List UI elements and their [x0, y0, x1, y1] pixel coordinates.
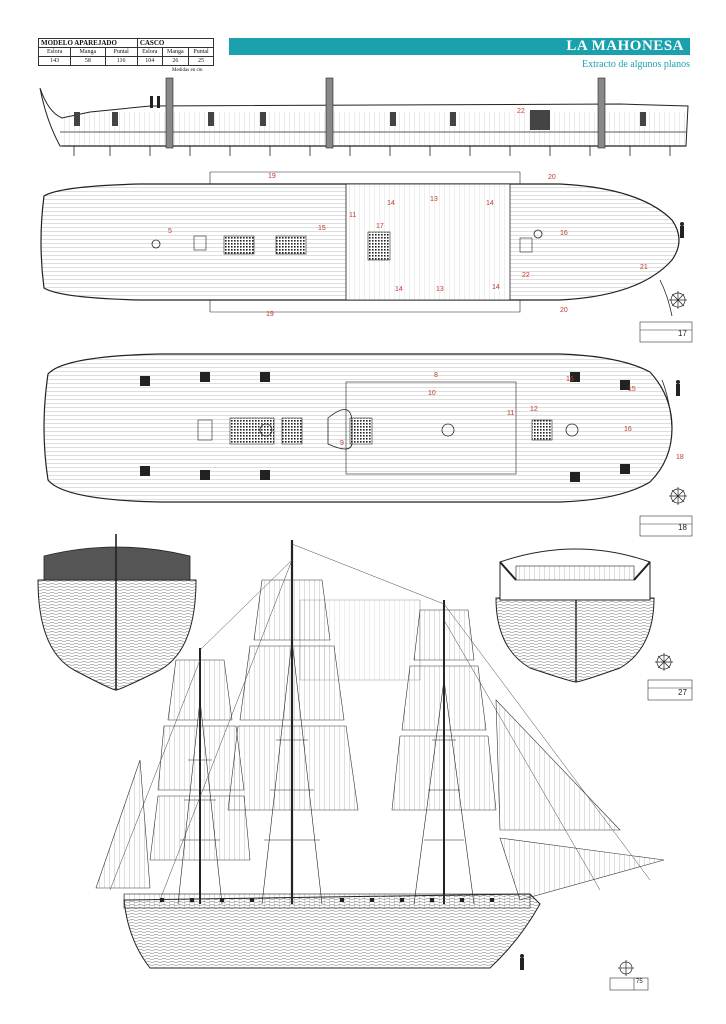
figure-icon-lower — [676, 380, 680, 396]
callout: 11 — [507, 410, 515, 417]
figure-icon-upper — [680, 222, 684, 238]
callout: 22 — [517, 108, 525, 115]
callout: 10 — [428, 390, 436, 397]
compass-rose-icon-upper — [669, 291, 687, 309]
spec-value: 26 — [161, 56, 190, 66]
plate-number: 18 — [678, 523, 687, 532]
callout: 15 — [318, 225, 326, 232]
side-profile — [39, 77, 689, 156]
callout: 16 — [624, 426, 632, 433]
page-subtitle: Extracto de algunos planos — [581, 59, 690, 70]
callout: 5 — [168, 228, 172, 235]
figure-icon-sail — [520, 954, 524, 970]
callout: 15 — [628, 386, 636, 393]
lower-deck-plan — [43, 353, 693, 537]
callout: 14 — [486, 200, 494, 207]
callout: 14 — [395, 286, 403, 293]
plate-number: 27 — [678, 688, 687, 697]
callout: 19 — [266, 311, 274, 318]
compass-rose-icon-sail — [618, 960, 634, 976]
callout: 13 — [436, 286, 444, 293]
plate-number: 17 — [678, 329, 687, 338]
callout: 17 — [376, 223, 384, 230]
spec-value: 58 — [70, 56, 106, 66]
title-bar: LA MAHONESA — [229, 38, 690, 55]
callout: 16 — [560, 230, 568, 237]
callout: 9 — [340, 440, 344, 447]
callout: 20 — [560, 307, 568, 314]
spec-value: 116 — [104, 56, 138, 66]
spec-value: 25 — [188, 56, 214, 66]
callout: 20 — [548, 174, 556, 181]
upper-deck-plan — [40, 171, 693, 343]
callout: 13 — [430, 196, 438, 203]
spec-table: MODELO APAREJADO CASCO Eslora Manga Punt… — [37, 38, 215, 66]
callout: 12 — [530, 406, 538, 413]
callout: 8 — [434, 372, 438, 379]
callout: 19 — [268, 173, 276, 180]
callout: 16 — [566, 376, 574, 383]
compass-rose-icon-stern — [655, 653, 673, 671]
plate-number: 75 — [636, 979, 643, 985]
callout: 14 — [492, 284, 500, 291]
stern-view — [495, 548, 693, 701]
callout: 21 — [640, 264, 648, 271]
callout: 14 — [387, 200, 395, 207]
spec-note: Medidas en cm — [172, 68, 203, 73]
callout: 11 — [349, 212, 357, 219]
page-title: LA MAHONESA — [566, 38, 684, 54]
callout: 18 — [676, 454, 684, 461]
callout: 22 — [522, 272, 530, 279]
sail-plan — [95, 540, 665, 991]
compass-rose-icon-lower — [669, 487, 687, 505]
bow-view — [37, 534, 197, 691]
